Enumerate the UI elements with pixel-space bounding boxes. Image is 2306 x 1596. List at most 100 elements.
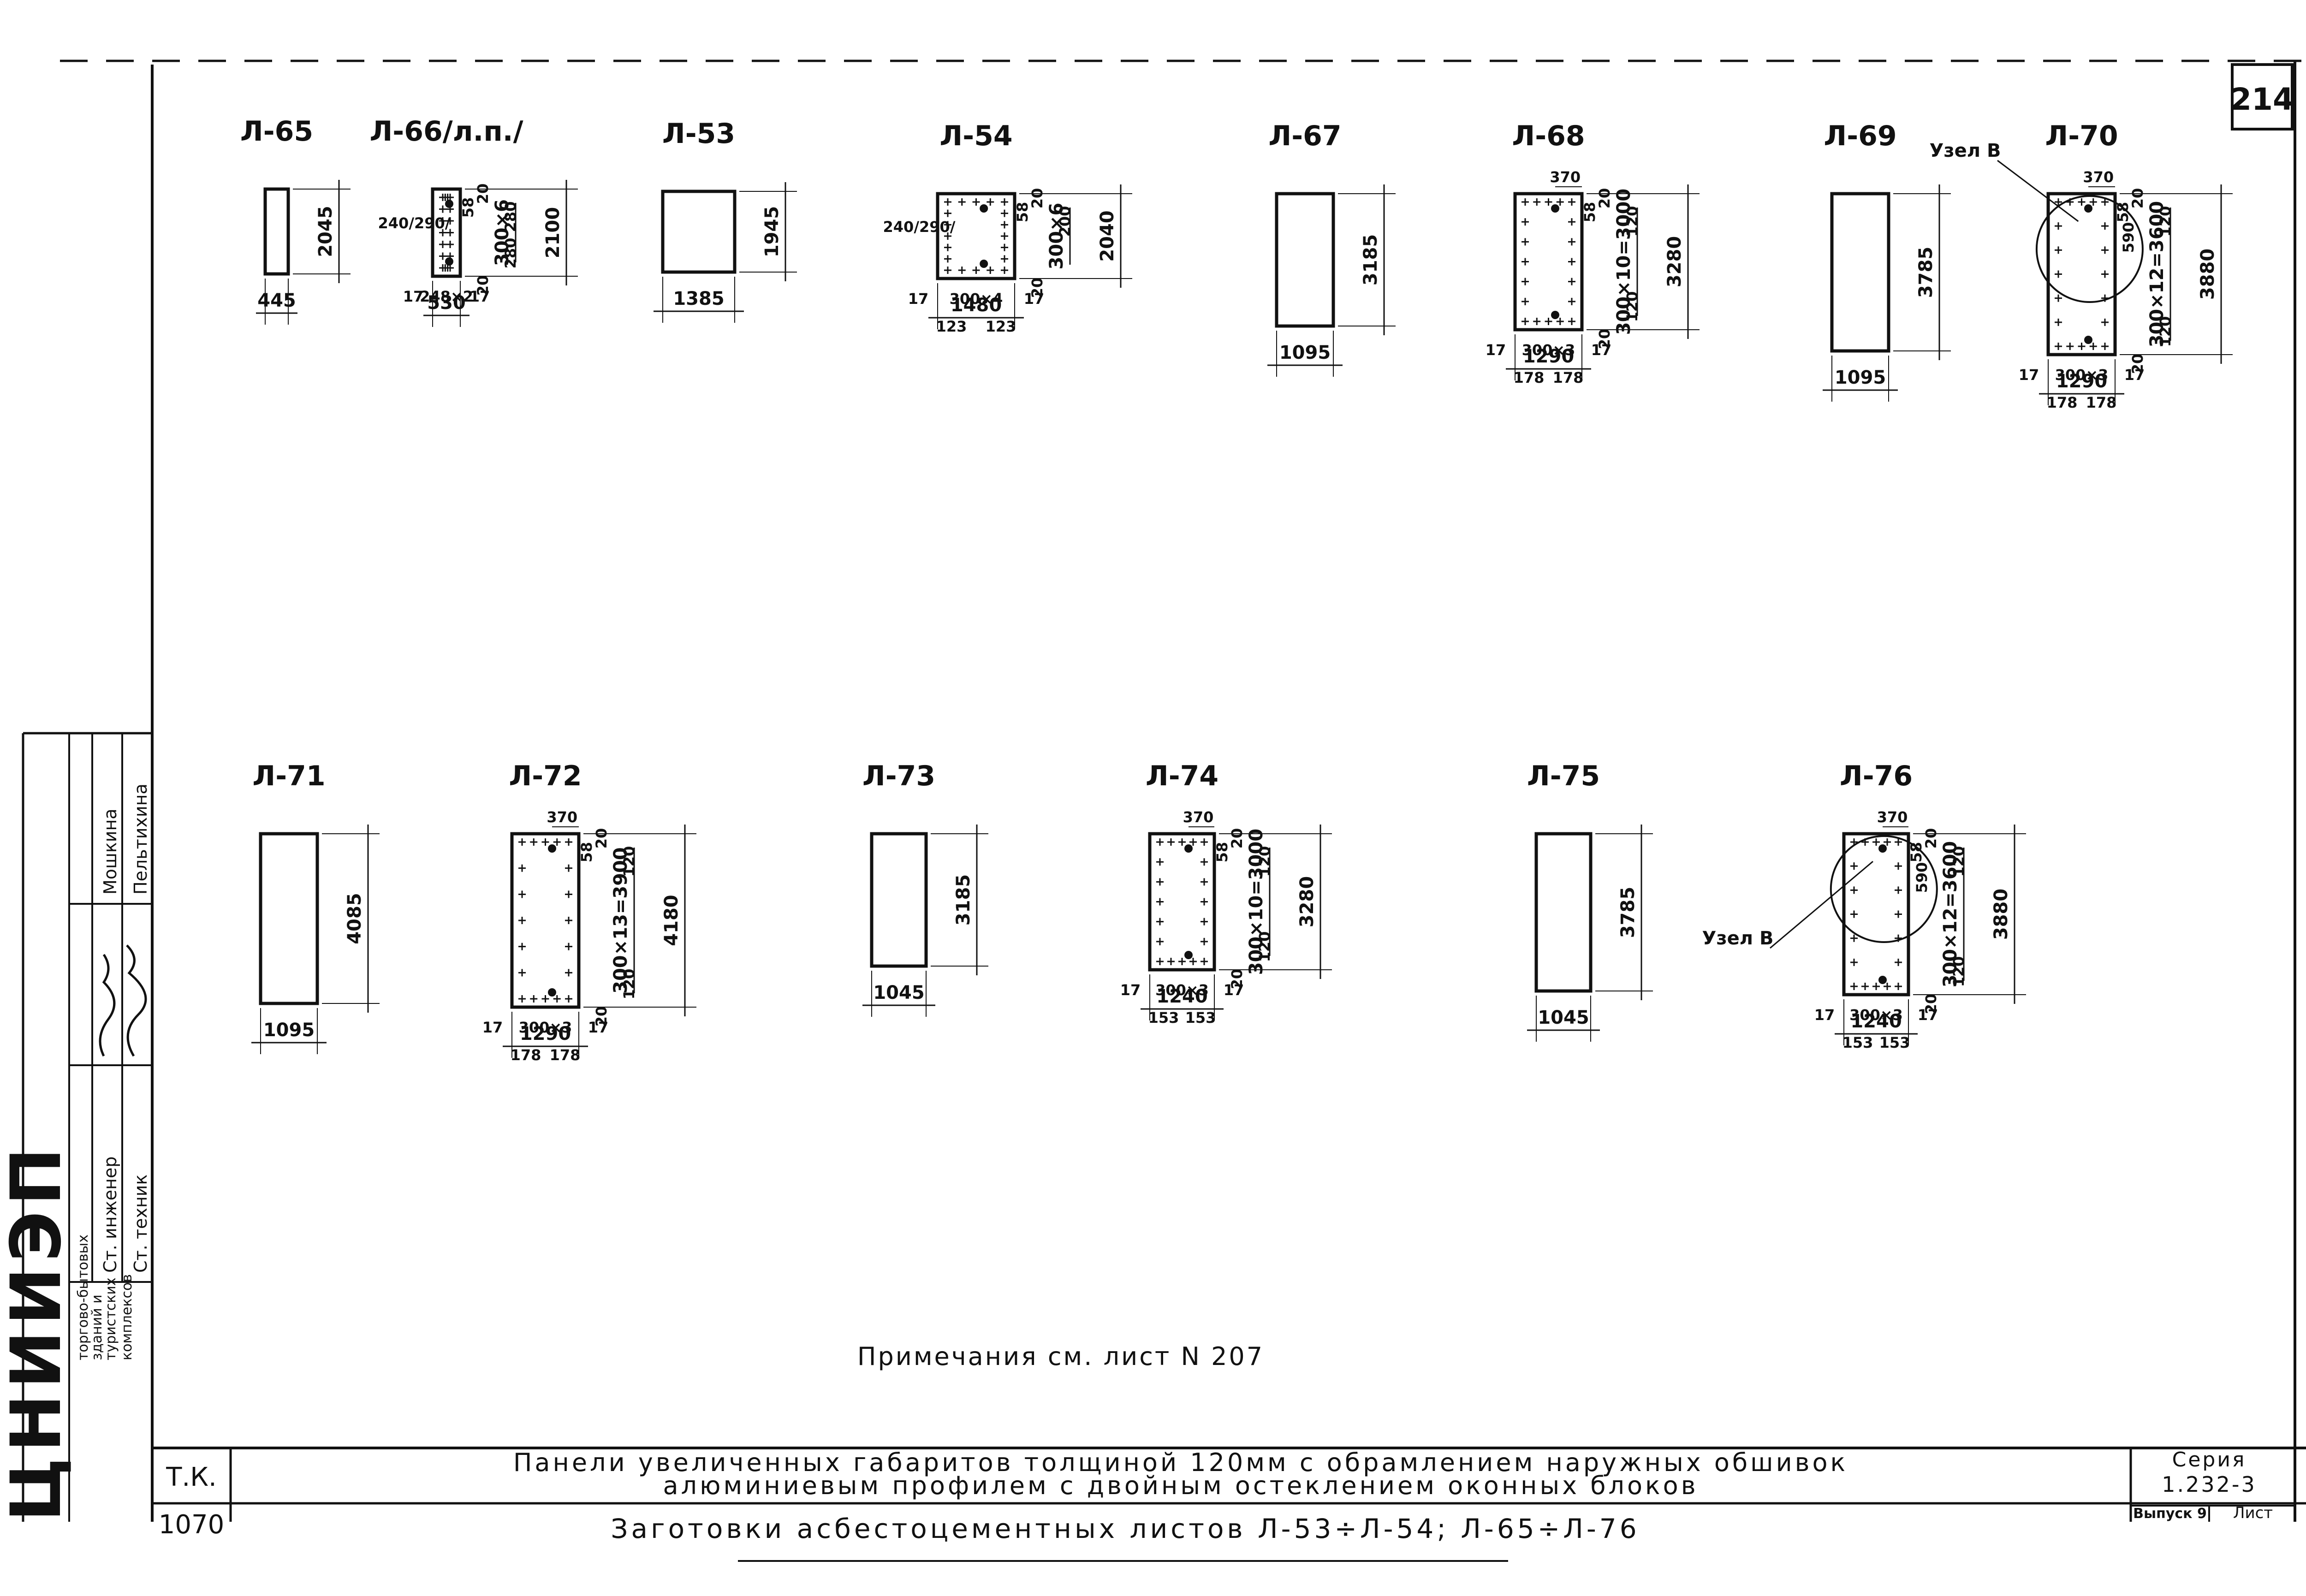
panel-outline	[870, 832, 928, 968]
node-value: 590	[2120, 222, 2137, 253]
height-value: 3185	[953, 874, 974, 926]
node-leader	[1770, 860, 1873, 949]
fastener-mark	[1156, 838, 1164, 846]
side-value: 17	[482, 1019, 503, 1036]
bottom-value: 120	[1256, 931, 1273, 962]
fastener-mark	[518, 969, 526, 977]
bay-value: 240/290/	[883, 218, 956, 236]
fastener-mark	[530, 995, 538, 1003]
step-value: 300×3	[1522, 341, 1575, 359]
top-value: 120	[1623, 206, 1641, 237]
fastener-mark	[1850, 886, 1858, 894]
side-value: 17	[1486, 341, 1506, 359]
inset-value: 153	[1185, 1009, 1216, 1026]
fastener-mark	[518, 917, 526, 924]
fastener-mark	[2101, 246, 2109, 254]
node-label: Узел В	[1930, 140, 2001, 161]
sheet-label: Лист	[2233, 1504, 2273, 1522]
fastener-mark	[1895, 958, 1902, 966]
fastener-mark	[1568, 218, 1575, 226]
grid-value: 300×10=3000	[1613, 189, 1634, 335]
fastener-mark	[439, 217, 446, 225]
side-value: 17	[2124, 366, 2145, 384]
fastener-mark	[1545, 198, 1552, 206]
panel-label: Л-54	[939, 120, 1012, 152]
width-value: 530	[427, 292, 466, 314]
edge-value: 20	[593, 1006, 610, 1027]
notch-value: 370	[2083, 168, 2114, 186]
fastener-mark	[541, 995, 549, 1003]
panel-outline	[510, 832, 581, 1009]
panel-label: Л-74	[1146, 760, 1218, 792]
notch-value: 370	[1183, 808, 1214, 826]
anchor-dot	[548, 988, 556, 997]
panel-outline	[1830, 192, 1890, 353]
fastener-mark	[1521, 318, 1529, 325]
grid-value: 300×6	[1046, 203, 1067, 270]
bottom-value: 120	[1623, 291, 1641, 322]
corner-value: 58	[2114, 202, 2132, 223]
anchor-dot	[1878, 844, 1887, 853]
side-value: 17	[1120, 981, 1141, 999]
fastener-mark	[1850, 910, 1858, 918]
fastener-mark	[1001, 221, 1008, 229]
fastener-mark	[2066, 343, 2074, 350]
fastener-mark	[944, 232, 951, 240]
anchor-dot	[2084, 204, 2092, 213]
fastener-mark	[1178, 838, 1186, 846]
fastener-mark	[1201, 937, 1208, 945]
fastener-mark	[2078, 343, 2086, 350]
series-label: Серия	[2172, 1448, 2247, 1471]
side-value: 17	[908, 290, 929, 308]
fastener-mark	[1521, 278, 1529, 285]
panel-label: Л-73	[862, 760, 935, 792]
fastener-mark	[1001, 243, 1008, 251]
edge-value: 20	[1228, 969, 1246, 990]
fastener-mark	[565, 890, 572, 898]
node-circle	[1830, 835, 1938, 943]
width-value: 1480	[951, 295, 1002, 316]
edge-value: 20	[474, 275, 492, 296]
inset-value: 178	[511, 1046, 541, 1064]
width-value: 1095	[263, 1020, 315, 1041]
fastener-mark	[1001, 232, 1008, 240]
fastener-mark	[565, 943, 572, 950]
edge-value: 20	[2129, 188, 2146, 209]
edge-value: 20	[593, 828, 610, 849]
fastener-mark	[518, 995, 526, 1003]
height-value: 3880	[1991, 889, 2012, 940]
fastener-mark	[1167, 838, 1175, 846]
fastener-mark	[565, 838, 572, 846]
fastener-mark	[2101, 343, 2109, 350]
fastener-mark	[444, 194, 452, 201]
name-1: Мошкина	[100, 808, 120, 895]
fastener-mark	[1533, 318, 1541, 325]
institute-desc-3: туристских	[103, 1277, 119, 1360]
fastener-mark	[439, 252, 446, 260]
corner-value: 58	[1581, 202, 1599, 223]
fastener-mark	[446, 241, 454, 248]
panel-label: Л-65	[240, 115, 313, 148]
fastener-mark	[2101, 318, 2109, 326]
fastener-mark	[2055, 246, 2062, 254]
width-value: 1385	[673, 288, 724, 309]
anchor-dot	[2084, 336, 2092, 344]
fastener-mark	[1178, 958, 1186, 965]
fastener-mark	[958, 198, 966, 206]
side-value: 17	[588, 1019, 609, 1036]
anchor-dot	[1551, 311, 1559, 319]
fastener-mark	[1872, 983, 1880, 990]
fastener-mark	[944, 221, 951, 229]
panel-outline	[936, 192, 1016, 280]
institute-desc-1: торгово-бытовых	[75, 1234, 91, 1360]
fastener-mark	[1201, 958, 1208, 965]
fastener-mark	[1884, 983, 1891, 990]
side-value: 17	[470, 288, 490, 305]
width-value: 1045	[1538, 1007, 1589, 1028]
panel-outline	[661, 190, 737, 274]
bay-value: 240/290/	[378, 214, 451, 232]
